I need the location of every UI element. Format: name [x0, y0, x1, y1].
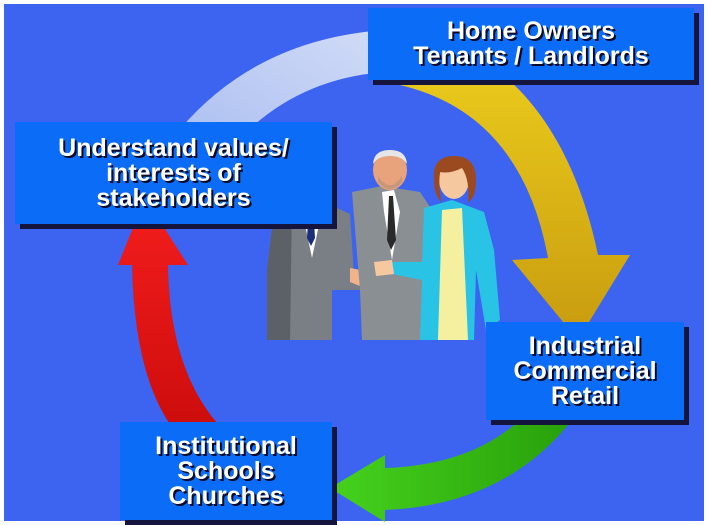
label-stakeholders-line-3: stakeholders — [96, 183, 251, 212]
label-home-owners-line-1: Home Owners — [446, 17, 616, 45]
label-industrial-line-2: Commercial — [513, 356, 657, 385]
label-stakeholders: Understand values/ interests of stakehol… — [15, 122, 332, 224]
label-institutional: Institutional Schools Churches — [120, 422, 332, 520]
label-institutional-line-2: Schools — [177, 456, 275, 485]
cycle-arrow-right — [385, 22, 630, 340]
cycle-arrow-bottom — [330, 420, 572, 522]
label-home-owners-line-2: Tenants / Landlords — [413, 42, 649, 70]
label-institutional-line-1: Institutional — [155, 431, 297, 460]
label-stakeholders-line-1: Understand values/ — [58, 133, 289, 162]
label-home-owners: Home Owners Tenants / Landlords — [368, 8, 694, 80]
label-industrial: Industrial Commercial Retail — [486, 322, 684, 420]
label-stakeholders-line-2: interests of — [106, 158, 241, 187]
businesswoman-right — [374, 156, 500, 340]
label-industrial-line-3: Retail — [550, 381, 620, 410]
label-industrial-line-1: Industrial — [528, 331, 642, 360]
label-institutional-line-3: Churches — [168, 481, 284, 510]
businessman-middle — [352, 150, 432, 340]
cycle-arrow-left — [118, 198, 240, 455]
